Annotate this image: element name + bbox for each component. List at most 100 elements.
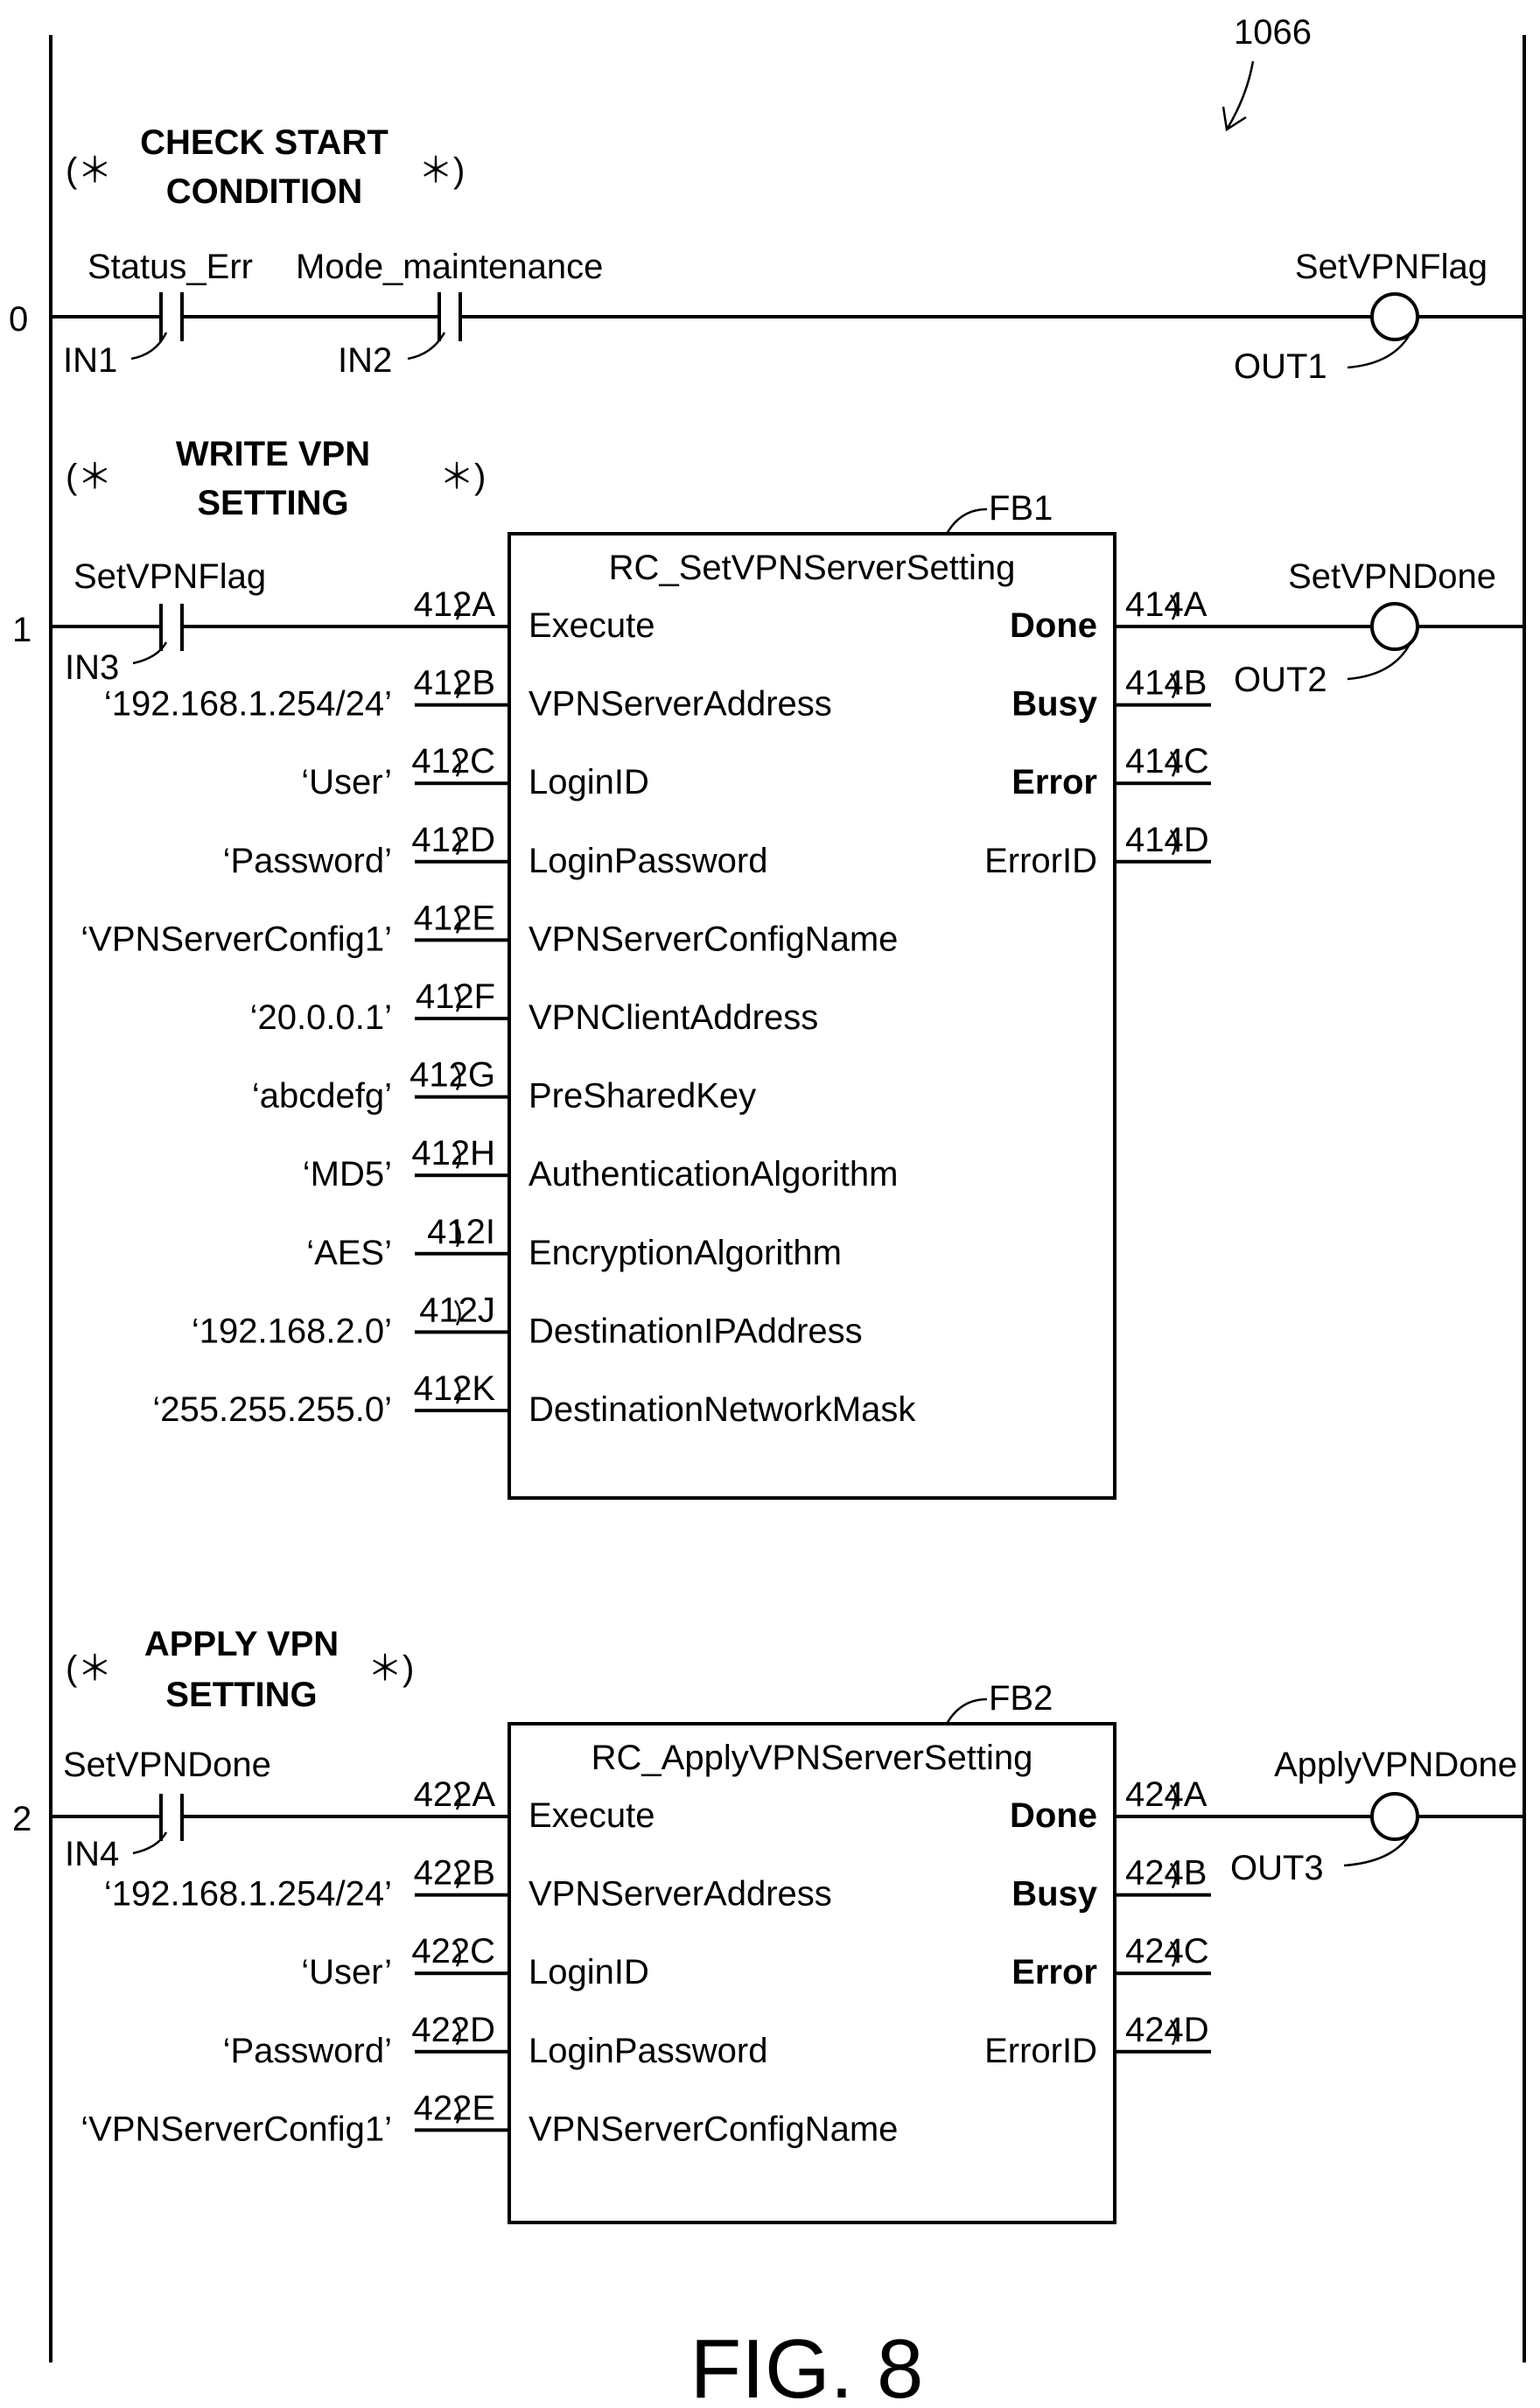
pin-ref: 414D xyxy=(1125,821,1209,859)
comment-line-2: SETTING xyxy=(197,484,348,522)
contact-ref: IN3 xyxy=(65,648,119,687)
coil-symbol xyxy=(1372,1794,1418,1839)
contact-ref: IN1 xyxy=(63,341,117,380)
pin-ref: 422D xyxy=(411,2011,495,2049)
input-value: ‘User’ xyxy=(301,1953,392,1992)
comment-line-1: CHECK START xyxy=(140,123,388,162)
comment-line-1: WRITE VPN xyxy=(176,435,370,473)
pin-name: LoginID xyxy=(528,763,649,802)
pin-name: Execute xyxy=(528,1796,655,1835)
block-name: RC_SetVPNServerSetting xyxy=(609,549,1016,587)
pin-name: Busy xyxy=(1012,1875,1098,1914)
block-ref: FB1 xyxy=(989,489,1053,528)
input-value: ‘Password’ xyxy=(223,2032,392,2070)
pin-ref: 414A xyxy=(1125,585,1208,624)
pin-ref: 422C xyxy=(411,1932,495,1970)
pin-ref: 412B xyxy=(414,664,495,703)
pin-name: AuthenticationAlgorithm xyxy=(528,1155,898,1194)
input-value: ‘VPNServerConfig1’ xyxy=(80,2110,392,2148)
pin-name: VPNServerAddress xyxy=(528,685,832,724)
pin-ref: 422E xyxy=(414,2089,495,2127)
input-value: ‘192.168.1.254/24’ xyxy=(104,1875,392,1914)
comment-line-2: SETTING xyxy=(165,1676,317,1714)
pin-name: LoginID xyxy=(528,1953,649,1992)
pin-ref: 414B xyxy=(1125,664,1207,703)
pin-name: PreSharedKey xyxy=(528,1077,756,1116)
leader-line xyxy=(947,509,987,534)
coil-symbol xyxy=(1372,294,1418,340)
input-value: ‘User’ xyxy=(301,763,392,802)
pin-name: DestinationNetworkMask xyxy=(528,1390,916,1429)
pin-name: Error xyxy=(1012,1953,1097,1992)
block-output-pins: Done 424A Busy 424B Error 424C ErrorID 424D xyxy=(984,1775,1211,2070)
pin-ref: 412K xyxy=(414,1369,496,1408)
coil-label: SetVPNDone xyxy=(1288,557,1496,596)
comment-open: (＊ xyxy=(66,458,112,496)
coil-ref: OUT2 xyxy=(1234,661,1327,699)
contact-ref: IN4 xyxy=(65,1835,119,1873)
pin-ref: 412H xyxy=(411,1134,495,1172)
input-value: ‘AES’ xyxy=(306,1234,392,1272)
rung-2: 2 (＊ APPLY VPN SETTING ＊) SetVPNDone IN4… xyxy=(12,1625,1524,2222)
contact-label: Mode_maintenance xyxy=(296,248,603,286)
pin-ref: 412E xyxy=(414,899,495,937)
figure-ref-arrow xyxy=(1227,61,1253,130)
comment-close: ＊) xyxy=(439,458,486,496)
pin-name: ErrorID xyxy=(984,2032,1097,2070)
coil-symbol xyxy=(1372,604,1418,649)
coil-label: SetVPNFlag xyxy=(1295,248,1488,286)
comment-open: (＊ xyxy=(66,151,112,190)
rung-number: 1 xyxy=(12,611,32,649)
coil-ref: OUT1 xyxy=(1234,347,1327,386)
rung-0: 0 (＊ CHECK START CONDITION ＊) Status_Err… xyxy=(9,123,1524,386)
coil-ref: OUT3 xyxy=(1230,1849,1324,1887)
pin-name: Done xyxy=(1010,606,1097,645)
pin-ref: 424D xyxy=(1125,2011,1209,2049)
pin-ref: 422A xyxy=(414,1775,496,1814)
input-value: ‘abcdefg’ xyxy=(252,1077,392,1116)
block-output-pins: Done 414A Busy 414B Error 414C ErrorID 414D xyxy=(984,585,1211,880)
pin-ref: 414C xyxy=(1125,742,1209,780)
comment-line-2: CONDITION xyxy=(166,172,362,211)
input-value: ‘MD5’ xyxy=(303,1155,392,1194)
comment-open: (＊ xyxy=(66,1649,112,1688)
input-value: ‘255.255.255.0’ xyxy=(152,1390,392,1429)
pin-name: Busy xyxy=(1012,685,1098,724)
leader-line xyxy=(1348,646,1409,679)
pin-ref: 422B xyxy=(414,1854,495,1893)
rung-number: 2 xyxy=(12,1800,32,1838)
pin-ref: 412A xyxy=(414,585,496,624)
pin-ref: 424B xyxy=(1125,1854,1207,1893)
pin-ref: 424C xyxy=(1125,1932,1209,1970)
rung-1: 1 (＊ WRITE VPN SETTING ＊) SetVPNFlag IN3… xyxy=(12,435,1524,1498)
coil-label: ApplyVPNDone xyxy=(1274,1746,1517,1784)
figure-label: FIG. 8 xyxy=(690,2322,924,2408)
pin-name: VPNServerConfigName xyxy=(528,920,898,958)
pin-ref: 412D xyxy=(411,821,495,859)
comment-line-1: APPLY VPN xyxy=(144,1625,339,1663)
block-ref: FB2 xyxy=(989,1679,1053,1718)
pin-ref: 412C xyxy=(411,742,495,780)
figure-ref-label: 1066 xyxy=(1234,13,1312,52)
input-value: ‘20.0.0.1’ xyxy=(250,998,392,1037)
contact-label: SetVPNFlag xyxy=(74,557,266,596)
pin-ref: 412I xyxy=(427,1213,495,1251)
pin-ref: 424A xyxy=(1125,1775,1208,1814)
block-name: RC_ApplyVPNServerSetting xyxy=(592,1739,1033,1777)
pin-name: Done xyxy=(1010,1796,1097,1835)
input-value: ‘192.168.2.0’ xyxy=(192,1312,392,1350)
input-value: ‘VPNServerConfig1’ xyxy=(80,920,392,958)
pin-name: LoginPassword xyxy=(528,842,768,880)
pin-name: EncryptionAlgorithm xyxy=(528,1234,842,1272)
pin-name: ErrorID xyxy=(984,842,1097,880)
contact-label: SetVPNDone xyxy=(63,1746,271,1784)
pin-ref: 412F xyxy=(416,977,495,1016)
pin-name: DestinationIPAddress xyxy=(528,1312,863,1350)
pin-name: Execute xyxy=(528,606,655,645)
input-value: ‘192.168.1.254/24’ xyxy=(104,685,392,724)
pin-name: VPNClientAddress xyxy=(528,998,818,1037)
contact-ref: IN2 xyxy=(338,341,392,380)
pin-name: Error xyxy=(1012,763,1097,802)
pin-name: LoginPassword xyxy=(528,2032,768,2070)
